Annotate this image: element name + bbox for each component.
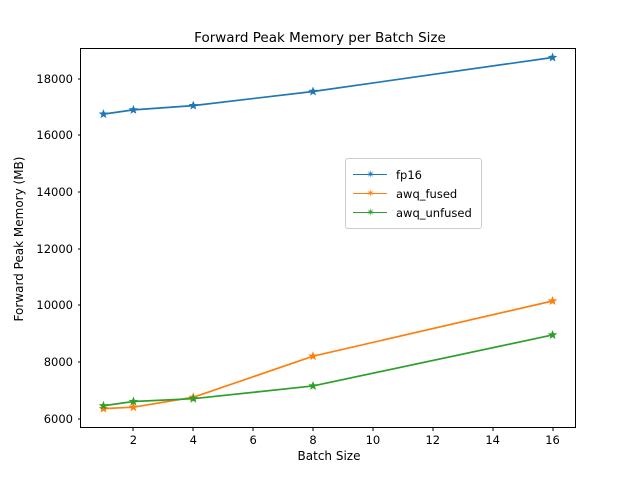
legend-swatch-icon: ✴ — [353, 168, 387, 182]
series-canvas — [81, 49, 575, 427]
x-tick-label: 6 — [249, 433, 257, 447]
x-tick-label: 4 — [189, 433, 197, 447]
y-tick-mark — [77, 248, 81, 250]
series-awq_unfused — [98, 329, 558, 410]
data-point-marker — [98, 400, 109, 410]
legend-item-fp16[interactable]: ✴ fp16 — [353, 165, 472, 184]
legend-item-awq_fused[interactable]: ✴ awq_fused — [353, 184, 472, 203]
x-tick-mark — [132, 427, 134, 431]
series-line — [103, 56, 553, 115]
legend: ✴ fp16 ✴ awq_fused ✴ awq_unfused — [345, 158, 482, 229]
x-axis-label: Batch Size — [297, 449, 361, 463]
y-tick-label: 8000 — [43, 354, 73, 369]
data-point-marker — [128, 396, 139, 406]
x-tick-mark — [432, 427, 434, 431]
y-tick-label: 16000 — [36, 128, 73, 143]
x-tick-label: 10 — [365, 433, 381, 447]
chart-title: Forward Peak Memory per Batch Size — [194, 30, 446, 46]
x-tick-label: 2 — [129, 433, 138, 447]
y-tick-label: 6000 — [43, 411, 73, 426]
series-fp16 — [98, 52, 558, 119]
legend-swatch-icon: ✴ — [353, 206, 387, 220]
x-tick-mark — [192, 427, 194, 431]
y-tick-mark — [77, 418, 81, 419]
x-tick-mark — [252, 427, 254, 431]
series-svg — [98, 52, 558, 413]
data-point-marker — [308, 380, 318, 390]
legend-label: awq_unfused — [396, 205, 472, 220]
data-point-marker — [308, 351, 318, 361]
data-point-marker — [547, 52, 558, 62]
x-tick-mark — [312, 427, 314, 431]
series-line — [103, 334, 553, 407]
legend-item-awq_unfused[interactable]: ✴ awq_unfused — [353, 203, 472, 222]
data-point-marker — [128, 104, 139, 114]
x-tick-label: 16 — [545, 433, 560, 447]
data-point-marker — [98, 403, 109, 413]
data-point-marker — [547, 296, 558, 306]
x-tick-label: 12 — [425, 433, 441, 447]
legend-label: fp16 — [396, 167, 422, 182]
legend-label: awq_fused — [396, 186, 458, 201]
x-tick-mark — [552, 427, 554, 431]
y-tick-mark — [77, 304, 81, 306]
y-tick-label: 14000 — [36, 184, 73, 199]
series-line — [103, 300, 553, 410]
x-tick-label: 14 — [485, 433, 500, 447]
y-tick-mark — [77, 361, 81, 363]
legend-swatch-icon: ✴ — [353, 187, 387, 201]
y-axis-label: Forward Peak Memory (MB) — [12, 156, 26, 322]
y-tick-mark — [77, 191, 81, 193]
y-tick-mark — [77, 78, 81, 80]
series-awq_fused — [98, 296, 558, 413]
y-tick-label: 12000 — [36, 241, 73, 256]
y-tick-label: 10000 — [36, 298, 73, 313]
x-tick-mark — [492, 427, 494, 431]
data-point-marker — [128, 402, 139, 412]
data-point-marker — [547, 329, 558, 340]
data-point-marker — [188, 100, 199, 110]
x-tick-mark — [372, 427, 374, 431]
y-tick-mark — [77, 134, 81, 136]
data-point-marker — [188, 393, 199, 403]
data-point-marker — [308, 86, 318, 96]
plot-area: Forward Peak Memory (MB) Batch Size 6000… — [12, 48, 576, 463]
data-point-marker — [98, 109, 109, 119]
x-tick-label: 8 — [309, 433, 317, 447]
y-tick-label: 18000 — [36, 71, 73, 86]
